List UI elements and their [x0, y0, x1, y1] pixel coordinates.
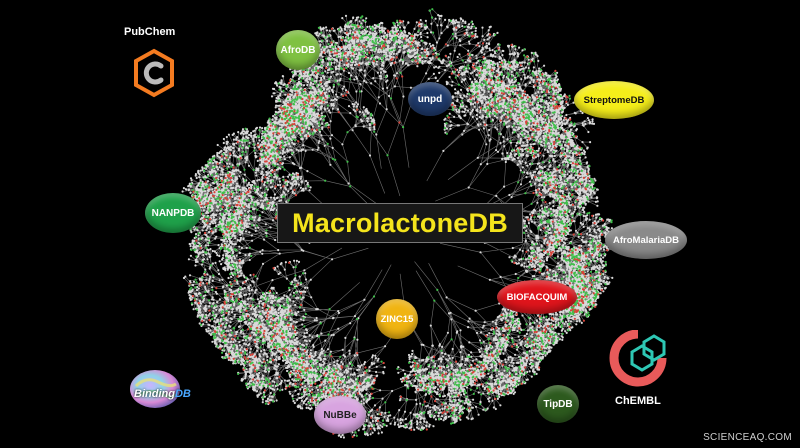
streptomedb-label: StreptomeDB: [583, 94, 645, 106]
streptomedb-bubble: StreptomeDB: [574, 81, 654, 119]
biofacquim-bubble: BIOFACQUIM: [497, 280, 577, 314]
nubbe-label: NuBBe: [323, 409, 357, 421]
nubbe-bubble: NuBBe: [314, 396, 366, 434]
afrodb-bubble: AfroDB: [276, 30, 320, 70]
pubchem-logo-icon: [134, 48, 174, 98]
network-nodes: [181, 8, 618, 439]
chembl-label: ChEMBL: [615, 395, 661, 407]
bindingdb-label: BindingDB: [134, 388, 191, 400]
afromalariadb-label: AfroMalariaDB: [613, 234, 679, 246]
biofacquim-label: BIOFACQUIM: [506, 291, 568, 303]
unpd-label: unpd: [417, 93, 443, 105]
title-banner: MacrolactoneDB: [277, 203, 523, 243]
watermark-text: SCIENCEAQ.COM: [703, 432, 792, 443]
tipdb-bubble: TipDB: [537, 385, 579, 423]
network-nodes-white: [181, 9, 618, 439]
network-nodes-green: [188, 8, 615, 437]
tipdb-label: TipDB: [543, 398, 573, 410]
nanpdb-bubble: NANPDB: [145, 193, 201, 233]
unpd-bubble: unpd: [408, 82, 452, 116]
zinc15-label: ZINC15: [380, 313, 414, 325]
afromalariadb-bubble: AfroMalariaDB: [605, 221, 687, 259]
bindingdb-logo-icon: [130, 370, 180, 408]
bindingdb-prefix: Binding: [134, 388, 175, 400]
nanpdb-label: NANPDB: [151, 207, 195, 219]
bindingdb-suffix: DB: [174, 388, 191, 400]
title-text: MacrolactoneDB: [292, 207, 508, 238]
afrodb-label: AfroDB: [280, 44, 316, 56]
chembl-logo-icon: [609, 330, 667, 387]
pubchem-label: PubChem: [124, 26, 176, 38]
zinc15-bubble: ZINC15: [376, 299, 418, 339]
